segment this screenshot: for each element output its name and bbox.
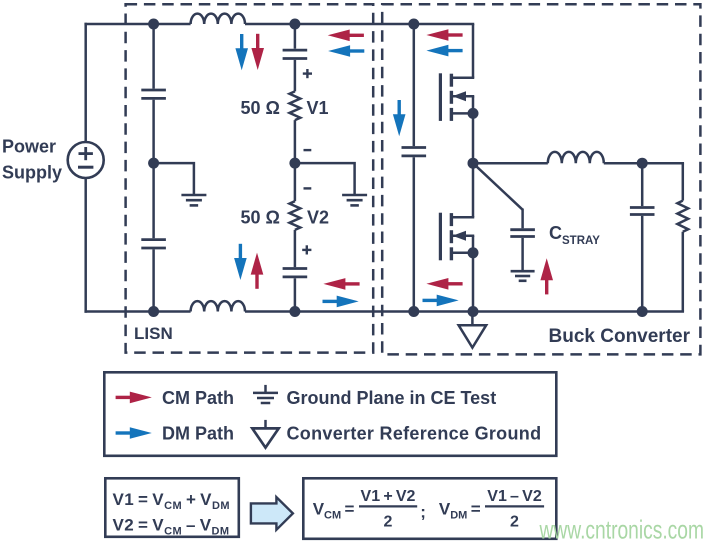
svg-text:V1: V1 [307,98,329,118]
svg-text:Buck Converter: Buck Converter [549,326,691,347]
svg-text:V2 = VCM – VDM: V2 = VCM – VDM [113,516,230,538]
svg-text:Supply: Supply [2,162,62,182]
svg-text:Converter Reference Ground: Converter Reference Ground [287,424,542,444]
svg-text:2: 2 [510,514,519,531]
svg-text:CM Path: CM Path [162,388,234,408]
svg-text:www.cntronics.com: www.cntronics.com [539,515,704,545]
svg-text:CSTRAY: CSTRAY [549,223,600,247]
svg-text:V1 + V2: V1 + V2 [361,488,416,505]
svg-text:VDM =: VDM = [439,500,481,522]
svg-text:V1 – V2: V1 – V2 [487,488,542,505]
svg-text:V1 = VCM + VDM: V1 = VCM + VDM [113,490,230,512]
svg-text:50 Ω: 50 Ω [241,207,280,227]
svg-text:V2: V2 [307,207,329,227]
svg-text:;: ; [420,503,426,522]
svg-text:DM Path: DM Path [162,424,234,444]
svg-text:Ground Plane in CE Test: Ground Plane in CE Test [287,388,497,408]
svg-text:VCM =: VCM = [313,500,355,522]
svg-text:LISN: LISN [134,324,173,343]
svg-text:2: 2 [384,514,393,531]
svg-text:50 Ω: 50 Ω [241,98,280,118]
svg-text:Power: Power [2,136,56,156]
